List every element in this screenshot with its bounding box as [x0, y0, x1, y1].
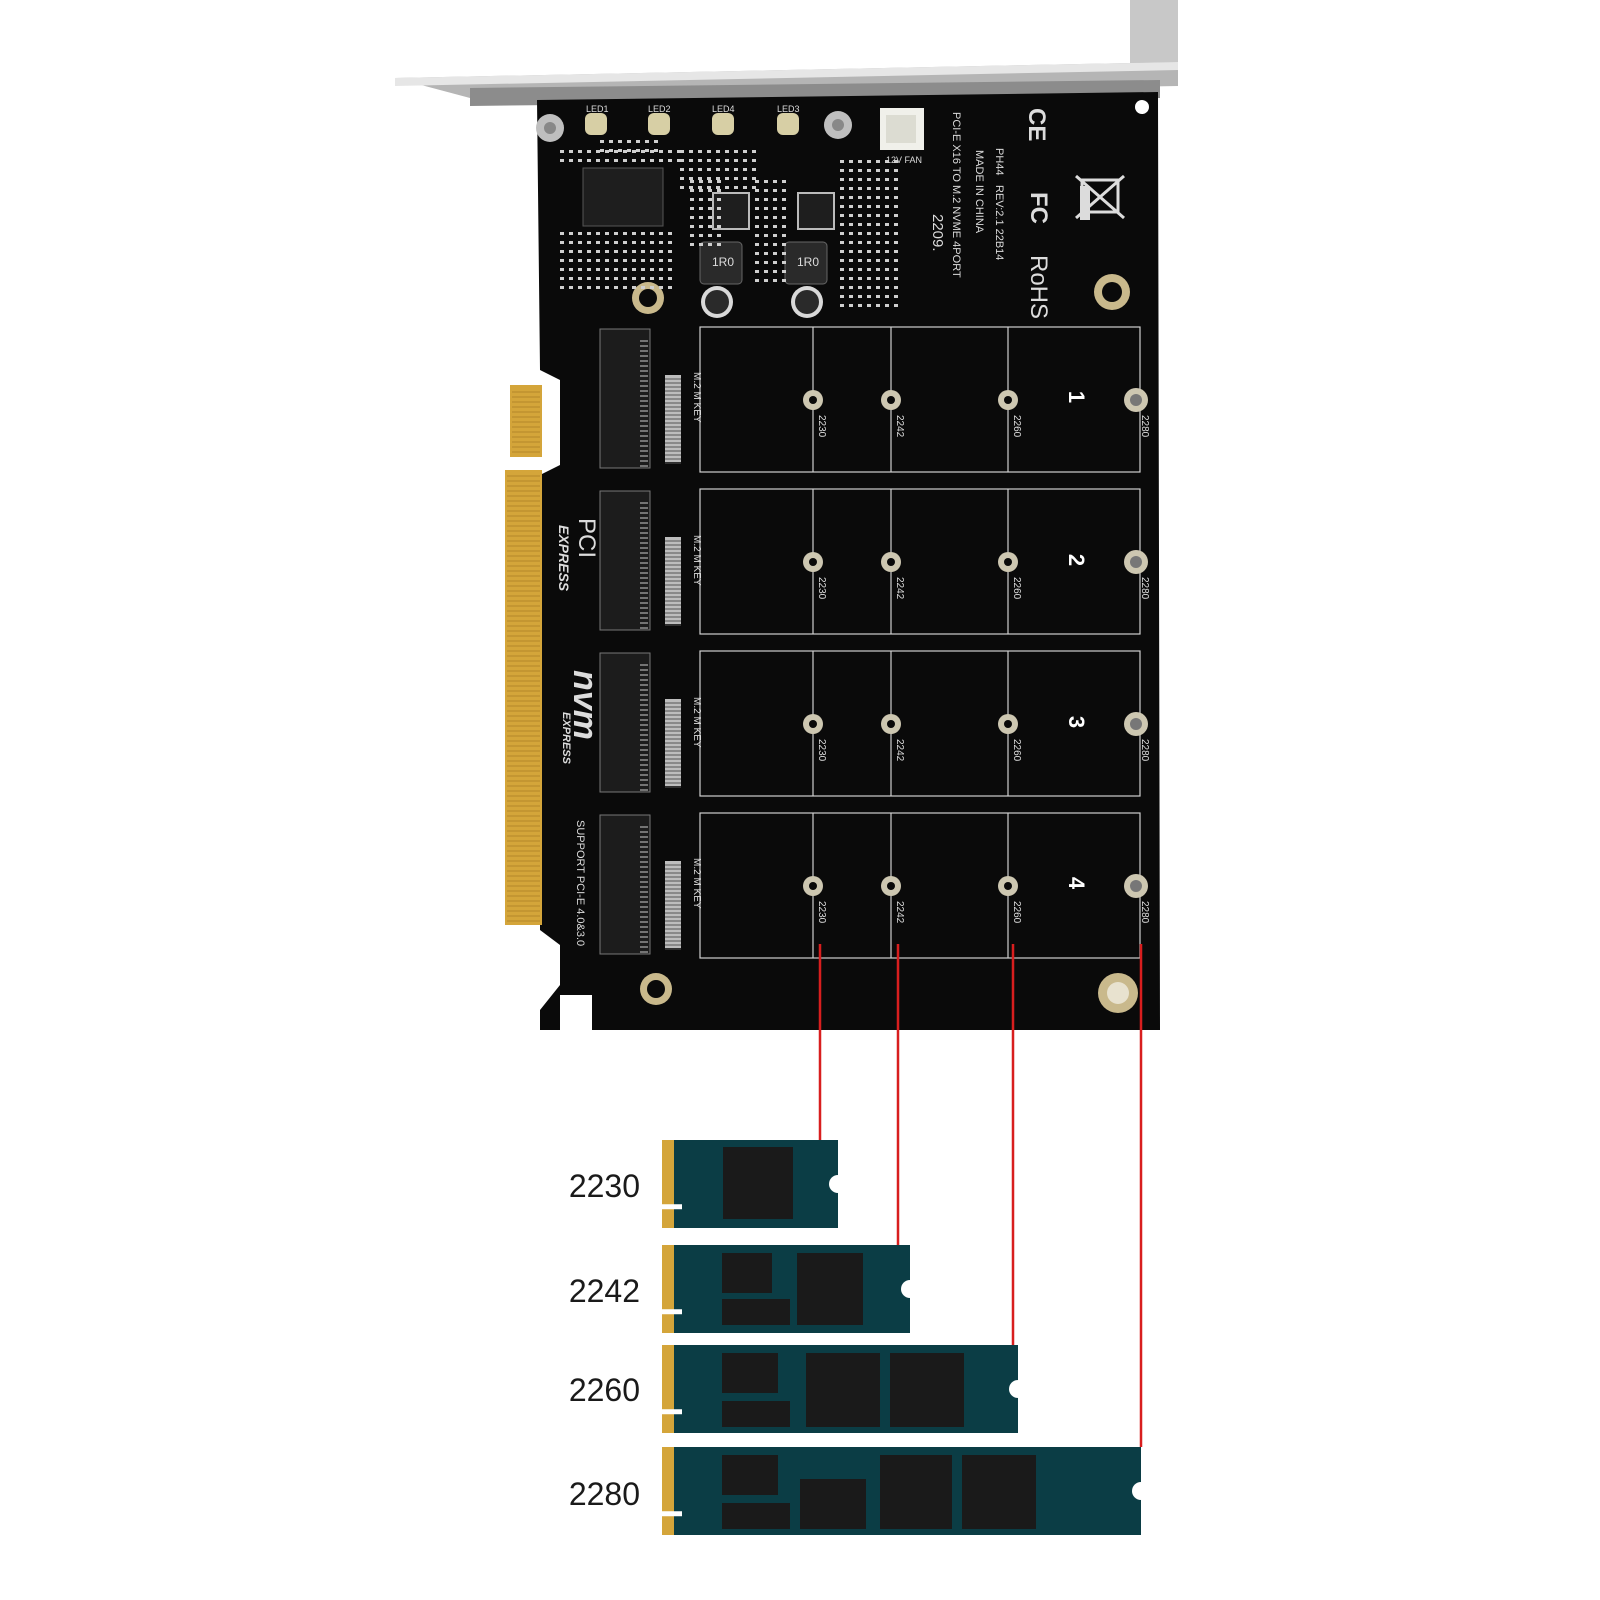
- board-revision: REV:2.1 22B14: [993, 185, 1005, 261]
- slot-number-3: 3: [1064, 715, 1090, 729]
- fc-mark: FC: [1025, 192, 1052, 224]
- size-connector-lines: [818, 944, 1143, 1447]
- ssd-illustrations: [662, 1140, 1141, 1535]
- weee-icon: [1075, 174, 1125, 220]
- key-label-1: M.2 M KEY: [691, 372, 702, 423]
- slot-3-position-2: 2260: [1011, 739, 1022, 762]
- m2-bay-3: [599, 650, 1148, 797]
- ssd-label-2230: 2230: [568, 1168, 640, 1204]
- led-label-4: LED3: [777, 104, 800, 114]
- ssd-2260: [662, 1345, 1018, 1433]
- slot-2-position-3: 2280: [1139, 577, 1150, 600]
- led-label-1: LED1: [586, 104, 609, 114]
- ssd-2242: [662, 1245, 910, 1333]
- rohs-mark: RoHS: [1025, 255, 1052, 320]
- slot-3-position-3: 2280: [1139, 739, 1150, 762]
- gold-edge-connector: [505, 385, 542, 925]
- made-in: MADE IN CHINA: [973, 150, 985, 234]
- slot-1-position-1: 2242: [894, 415, 905, 438]
- support-text: SUPPORT PCI-E 4.0&3.0: [574, 820, 586, 947]
- m2-bay-1: [599, 326, 1148, 473]
- slot-2-position-0: 2230: [816, 577, 827, 600]
- metal-bracket: [395, 0, 1178, 106]
- ce-mark: CE: [1023, 108, 1050, 142]
- pci-logo-bottom: EXPRESS: [556, 525, 572, 592]
- mounting-holes: [536, 100, 1149, 1013]
- ssd-label-2280: 2280: [568, 1476, 640, 1512]
- slot-2-position-1: 2242: [894, 577, 905, 600]
- slot-number-4: 4: [1064, 876, 1090, 890]
- board-description: PCI-E X16 TO M.2 NVME 4PORT: [950, 112, 962, 278]
- led-label-2: LED2: [648, 104, 671, 114]
- slot-1-position-3: 2280: [1139, 415, 1150, 438]
- slot-4-position-3: 2280: [1139, 901, 1150, 924]
- fan-label: 12V FAN: [886, 155, 923, 165]
- m2-bay-2: [599, 488, 1148, 635]
- inductor-marking-2: 1R0: [797, 255, 820, 269]
- m2-bays: [599, 326, 1148, 959]
- m2-bay-4: [599, 812, 1148, 959]
- key-label-2: M.2 M KEY: [691, 535, 702, 586]
- ssd-label-2260: 2260: [568, 1372, 640, 1408]
- slot-1-position-2: 2260: [1011, 415, 1022, 438]
- slot-3-position-0: 2230: [816, 739, 827, 762]
- slot-3-position-1: 2242: [894, 739, 905, 762]
- slot-number-1: 1: [1064, 390, 1090, 404]
- slot-1-position-0: 2230: [816, 415, 827, 438]
- nvme-logo-sub: EXPRESS: [560, 712, 572, 764]
- slot-number-2: 2: [1064, 553, 1090, 567]
- fan-connector: [880, 108, 924, 150]
- ssd-2230: [662, 1140, 838, 1228]
- ssd-label-2242: 2242: [568, 1273, 640, 1309]
- components: [560, 140, 898, 318]
- led-label-3: LED4: [712, 104, 735, 114]
- key-label-4: M.2 M KEY: [691, 858, 702, 909]
- slot-4-position-1: 2242: [894, 901, 905, 924]
- ssd-2280: [662, 1447, 1141, 1535]
- status-leds: [585, 113, 799, 135]
- pci-logo-top: PCI: [573, 518, 600, 559]
- slot-4-position-0: 2230: [816, 901, 827, 924]
- key-label-3: M.2 M KEY: [691, 697, 702, 748]
- board-model: PH44: [993, 148, 1005, 176]
- inductor-marking-1: 1R0: [712, 255, 735, 269]
- date-code: 2209.: [929, 214, 946, 252]
- slot-2-position-2: 2260: [1011, 577, 1022, 600]
- slot-4-position-2: 2260: [1011, 901, 1022, 924]
